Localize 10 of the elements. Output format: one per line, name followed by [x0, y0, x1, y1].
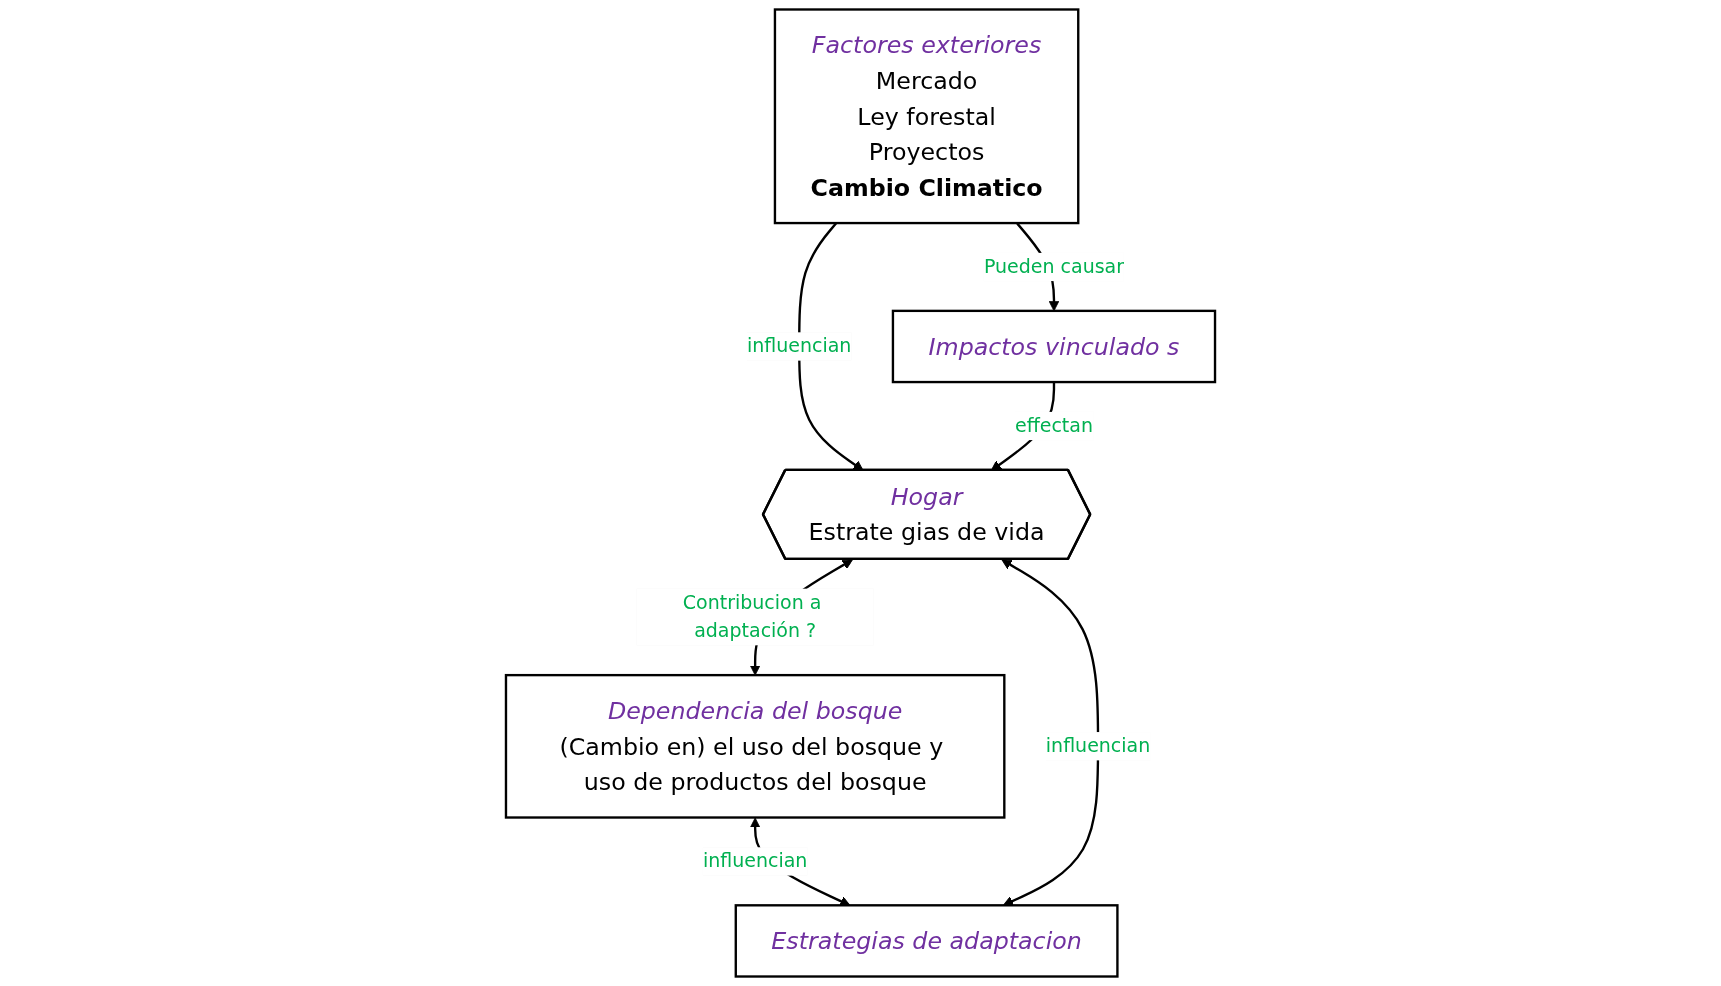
edge-label: influencian [702, 849, 808, 873]
node-box: Dependencia del bosque (Cambio en) el uso del bosque y uso de productos del bosque [504, 673, 1006, 819]
edge-label: influencian [747, 334, 852, 358]
node-box: Impactos vinculado s [891, 309, 1217, 384]
edge-label: influencian [1045, 734, 1151, 757]
node-box: Factores exteriores Mercado Ley forestal Proyectos Cambio Climatico [773, 8, 1080, 225]
edge-label: Contribucion a adaptación ? [682, 590, 822, 642]
edge-label: Pueden causar [983, 255, 1125, 278]
node-box: Estrategias de adaptacion [734, 904, 1119, 978]
edge-label: effectan [1014, 414, 1093, 437]
